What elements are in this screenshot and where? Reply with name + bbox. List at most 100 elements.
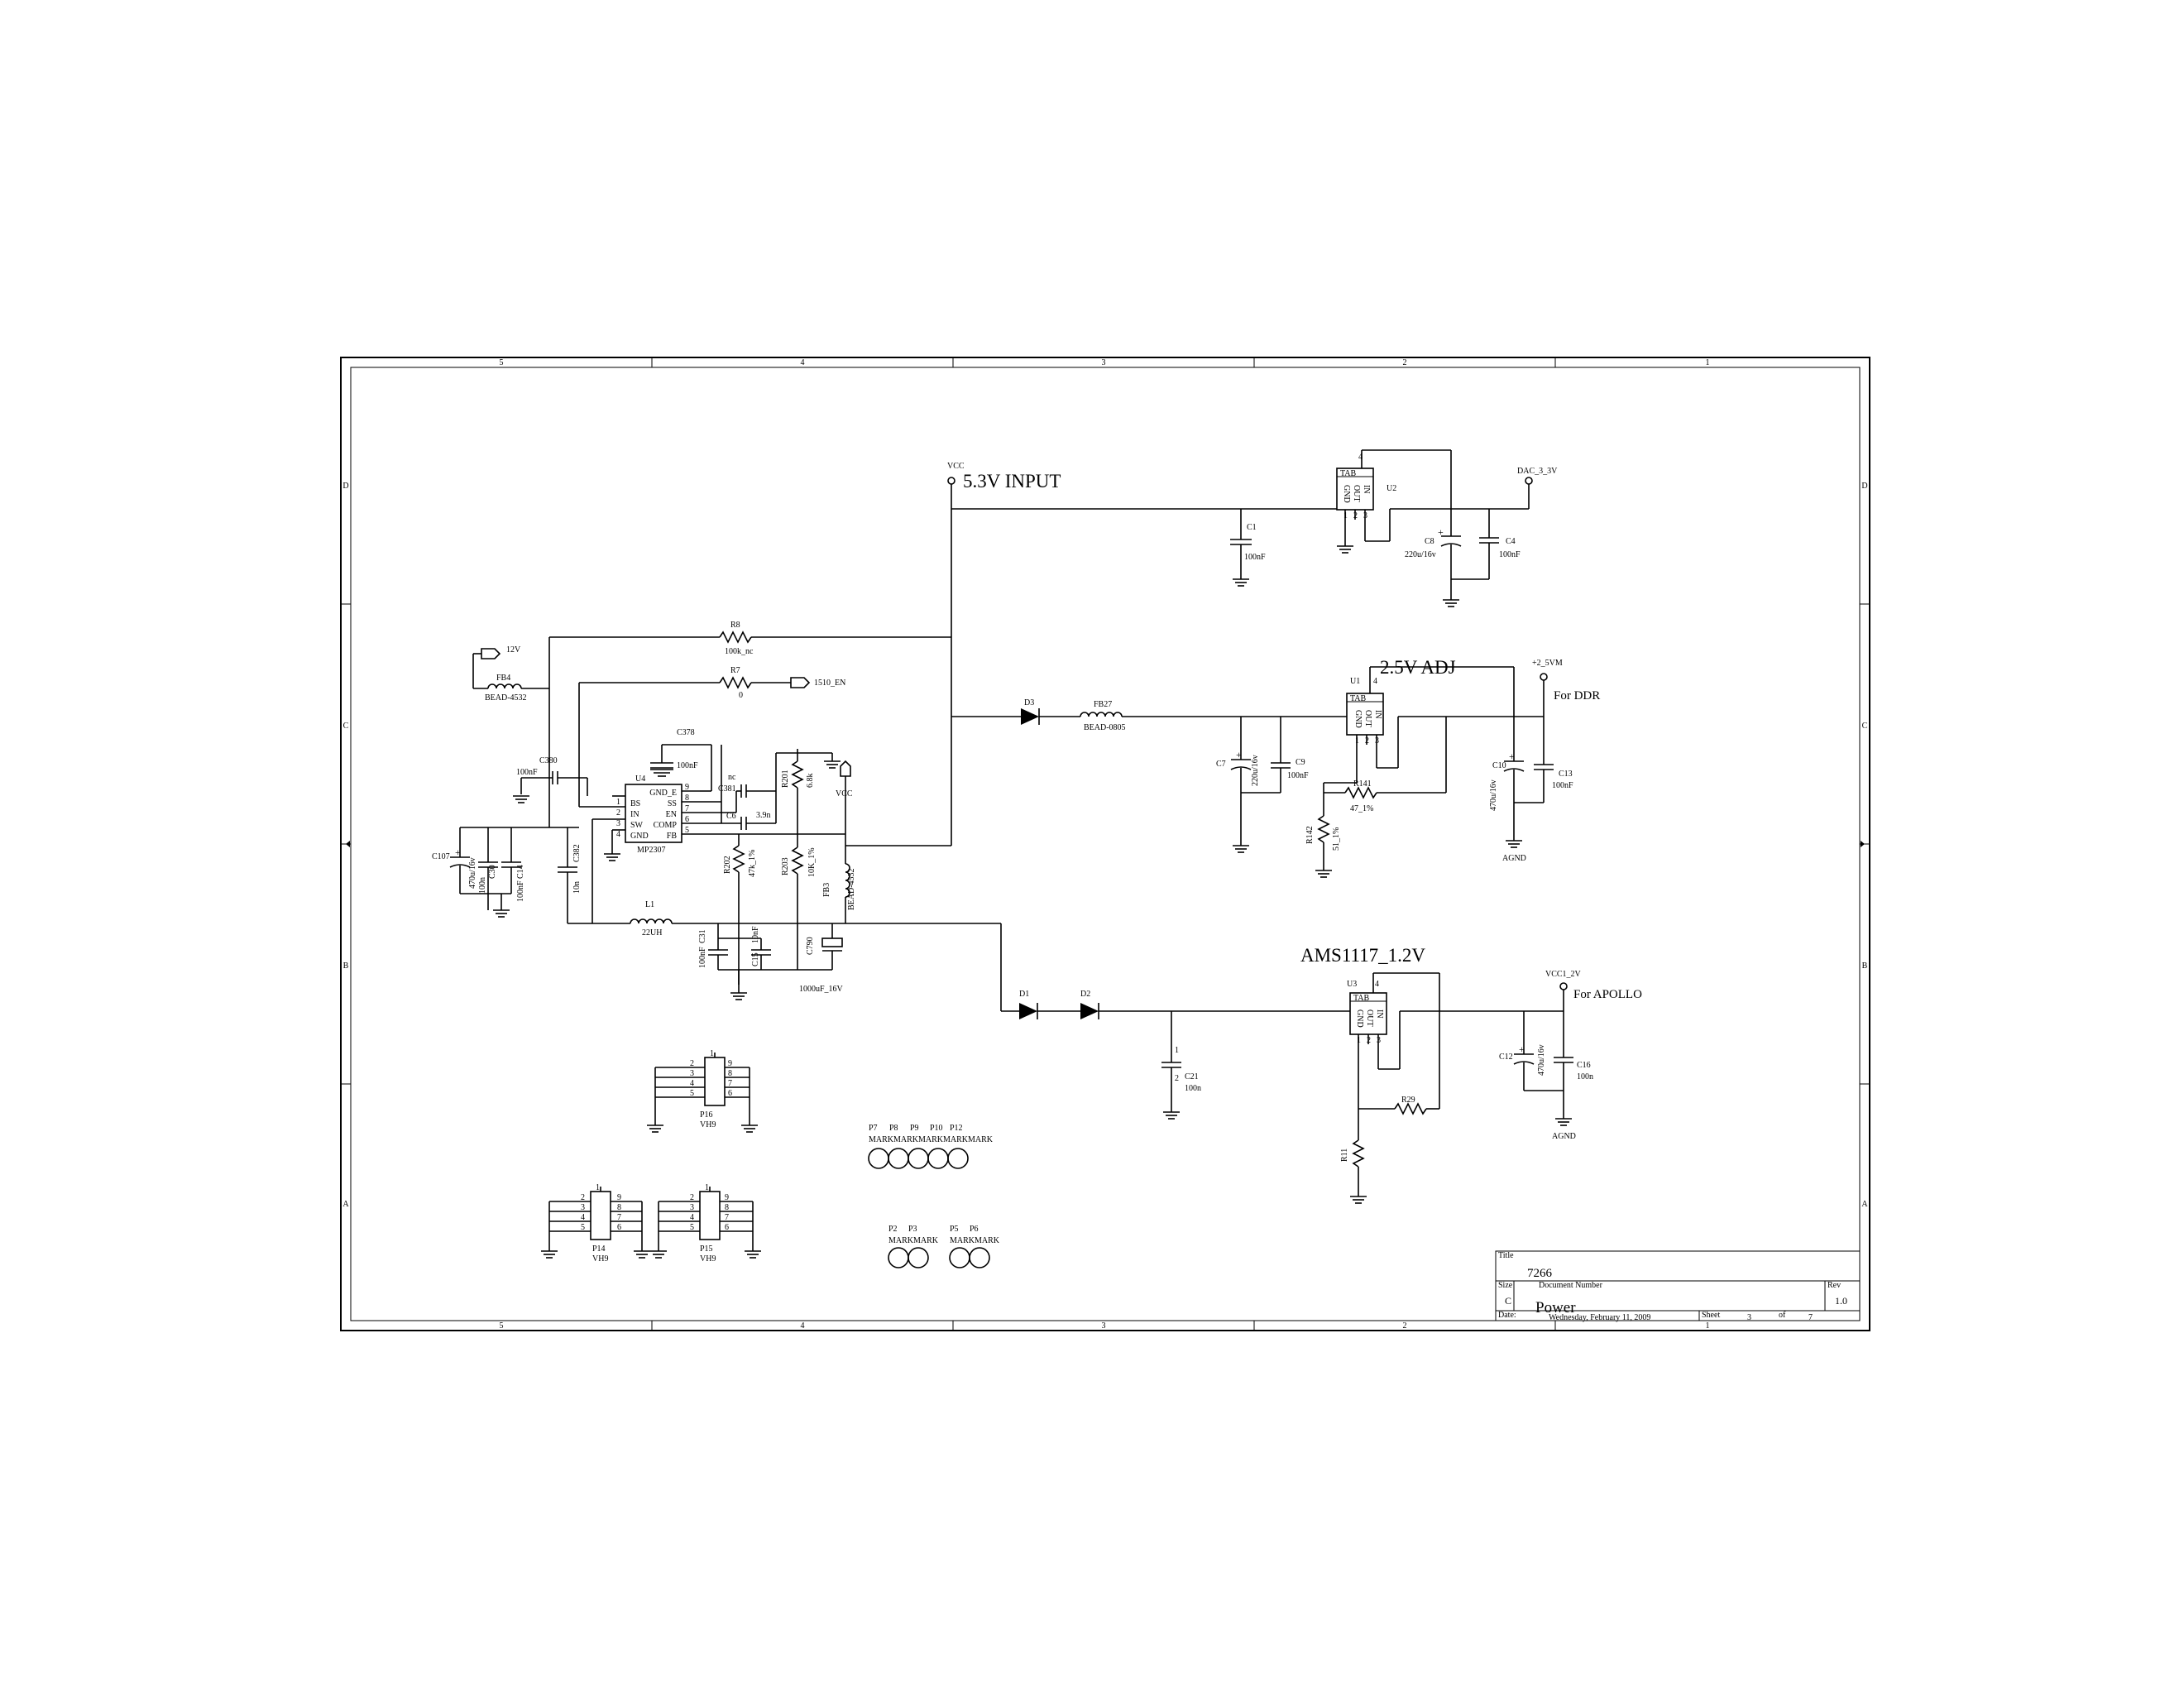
c15-ref: C15 bbox=[751, 952, 760, 966]
r201-ref: R201 bbox=[781, 770, 790, 788]
ground-symbol bbox=[1350, 1196, 1367, 1204]
u3-pin-num: 1 bbox=[1357, 1036, 1361, 1045]
u1-pin-out: OUT bbox=[1363, 710, 1372, 727]
title-label: Title bbox=[1498, 1251, 1514, 1260]
fb27-value: BEAD-0805 bbox=[1084, 723, 1126, 732]
c382-value: 10n bbox=[572, 881, 582, 894]
c21-pin: 1 bbox=[1175, 1046, 1179, 1055]
l1-ref: L1 bbox=[645, 900, 654, 909]
sheet-frame bbox=[340, 357, 1870, 1331]
c378-value: 100nF bbox=[677, 761, 698, 770]
mark-ref: P8 bbox=[889, 1124, 898, 1133]
net-vcc12: VCC1_2V bbox=[1545, 970, 1582, 979]
p15-pin: 8 bbox=[725, 1203, 729, 1212]
ground-symbol bbox=[730, 992, 747, 1000]
ams-section-title: AMS1117_1.2V bbox=[1300, 945, 1425, 966]
p16-ref: P16 bbox=[700, 1110, 713, 1120]
p14-pin: 3 bbox=[581, 1203, 585, 1212]
u4-pin-num: 7 bbox=[685, 804, 689, 813]
col-marker: 5 bbox=[500, 1321, 504, 1331]
c31-ref: C31 bbox=[698, 929, 707, 943]
u4-pin-num: 8 bbox=[685, 794, 689, 803]
ground-symbol bbox=[1337, 545, 1353, 554]
u4-ref: U4 bbox=[635, 774, 645, 784]
c21-value: 100n bbox=[1185, 1084, 1201, 1093]
polarity-plus: + bbox=[1509, 750, 1515, 762]
mark-ref: P5 bbox=[950, 1225, 959, 1234]
r29-ref: R29 bbox=[1401, 1096, 1415, 1105]
c7-ref: C7 bbox=[1216, 760, 1226, 769]
of-value: 7 bbox=[1808, 1313, 1813, 1322]
v12-section-wires bbox=[1000, 923, 1573, 1196]
title-block bbox=[1495, 1250, 1861, 1321]
mark-ref: P10 bbox=[930, 1124, 943, 1133]
c107-value: 470u/16v bbox=[468, 857, 477, 889]
c21-ref: C21 bbox=[1185, 1072, 1199, 1081]
r141-value: 47_1% bbox=[1350, 804, 1373, 813]
u4-pin-num: 5 bbox=[685, 826, 689, 835]
r7-value: 0 bbox=[739, 691, 743, 700]
p14-pin: 8 bbox=[617, 1203, 621, 1212]
net-vcc-mid: VCC bbox=[836, 789, 853, 798]
c381-value: nc bbox=[728, 773, 736, 782]
col-marker: 1 bbox=[1706, 358, 1710, 367]
u4-pin-num: 6 bbox=[685, 815, 689, 824]
p14-pin: 2 bbox=[581, 1193, 585, 1202]
c16-value: 100n bbox=[1577, 1072, 1593, 1081]
u1-tab: TAB bbox=[1350, 694, 1367, 703]
col-marker: 5 bbox=[500, 358, 504, 367]
mark-ref: P3 bbox=[908, 1225, 917, 1234]
c31-value: 100nF bbox=[698, 947, 707, 968]
u2-tab: TAB bbox=[1340, 469, 1357, 478]
mark-ref: P7 bbox=[869, 1124, 878, 1133]
p14-ref: P14 bbox=[592, 1244, 606, 1254]
u3-pin-gnd: GND bbox=[1355, 1009, 1364, 1028]
v25-section-wires bbox=[951, 666, 1554, 870]
d2-ref: D2 bbox=[1080, 990, 1090, 999]
r203-ref: R203 bbox=[781, 857, 790, 875]
polarity-plus: + bbox=[1519, 1043, 1525, 1055]
u4-pin-num: 2 bbox=[616, 808, 620, 818]
sheet-label: Sheet bbox=[1702, 1311, 1720, 1320]
ground-symbol bbox=[650, 769, 673, 777]
input-section-title: 5.3V INPUT bbox=[963, 471, 1061, 492]
header-p14 bbox=[541, 1187, 650, 1259]
size-value: C bbox=[1505, 1295, 1511, 1307]
u1-pin-in: IN bbox=[1373, 710, 1382, 719]
p14-pin-top: 1 bbox=[596, 1183, 600, 1192]
c4-value: 100nF bbox=[1499, 550, 1521, 559]
l1-value: 22UH bbox=[642, 928, 662, 938]
u4-pin-label: SS bbox=[668, 799, 677, 808]
u4-pin-num: 1 bbox=[616, 798, 620, 807]
c10-value: 470u/16v bbox=[1489, 779, 1498, 811]
p14-pin: 7 bbox=[617, 1213, 621, 1222]
sheet-value: 3 bbox=[1747, 1313, 1751, 1322]
u4-pin-num: 9 bbox=[685, 783, 689, 792]
c12-value: 470u/16v bbox=[1537, 1044, 1546, 1076]
col-marker: 1 bbox=[1706, 1321, 1710, 1331]
u4-part: MP2307 bbox=[637, 846, 665, 855]
polarity-plus: + bbox=[1438, 526, 1444, 538]
c7-value: 220u/16v bbox=[1251, 755, 1260, 786]
u3-pin-tab: 4 bbox=[1375, 980, 1379, 989]
polarity-plus: + bbox=[1236, 749, 1242, 760]
u4-pin-label: SW bbox=[630, 821, 644, 830]
u3-pin-in: IN bbox=[1375, 1009, 1384, 1019]
row-marker: D bbox=[1861, 482, 1867, 491]
of-label: of bbox=[1779, 1311, 1786, 1320]
p14-part: VH9 bbox=[592, 1254, 608, 1264]
ground-symbol bbox=[1233, 578, 1249, 587]
c6-ref: C6 bbox=[726, 812, 736, 821]
r11-ref: R11 bbox=[1340, 1149, 1349, 1162]
u4-pin-label: GND bbox=[630, 832, 649, 841]
d3-ref: D3 bbox=[1024, 698, 1034, 707]
p16-pin: 3 bbox=[690, 1069, 694, 1078]
mark-pad bbox=[969, 1247, 990, 1268]
net-agnd-2: AGND bbox=[1552, 1132, 1576, 1141]
ground-symbol bbox=[493, 909, 510, 918]
p16-pin: 9 bbox=[728, 1059, 732, 1068]
polarity-plus: + bbox=[455, 846, 461, 858]
col-marker: 2 bbox=[1403, 1321, 1407, 1331]
doc-number-value: Power bbox=[1535, 1299, 1576, 1316]
u4-pin-label: IN bbox=[630, 810, 639, 819]
